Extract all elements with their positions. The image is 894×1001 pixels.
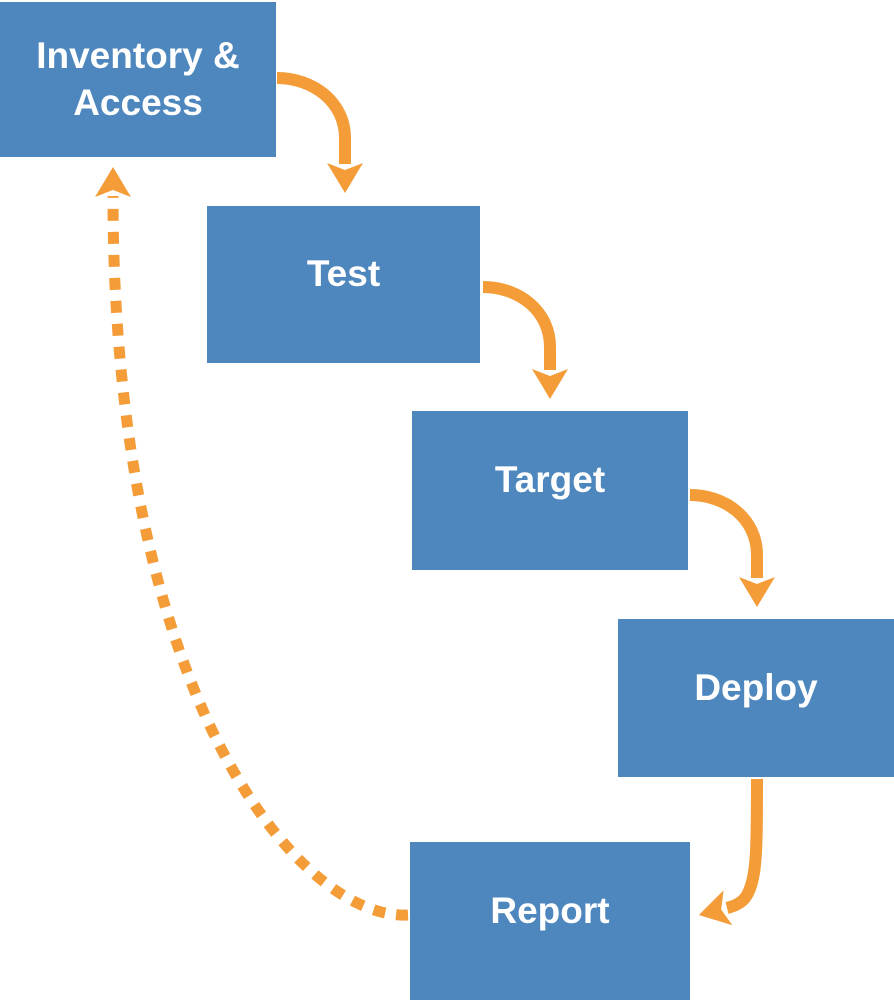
node-deploy-label: Deploy xyxy=(694,666,818,708)
node-target: Target xyxy=(412,411,688,570)
node-report: Report xyxy=(410,842,690,1000)
edge-test-to-target xyxy=(482,281,568,399)
edge-inventory-to-test xyxy=(276,72,363,193)
edge-deploy-to-report xyxy=(698,778,763,926)
node-inventory-access-label: Inventory & Access xyxy=(36,34,240,123)
node-deploy: Deploy xyxy=(618,619,894,777)
node-test-label: Test xyxy=(306,253,381,295)
edge-target-to-deploy xyxy=(689,489,775,607)
node-test: Test xyxy=(207,206,480,363)
node-target-label: Target xyxy=(494,459,606,501)
node-inventory-access: Inventory & Access xyxy=(0,2,276,157)
node-report-label: Report xyxy=(490,889,610,931)
